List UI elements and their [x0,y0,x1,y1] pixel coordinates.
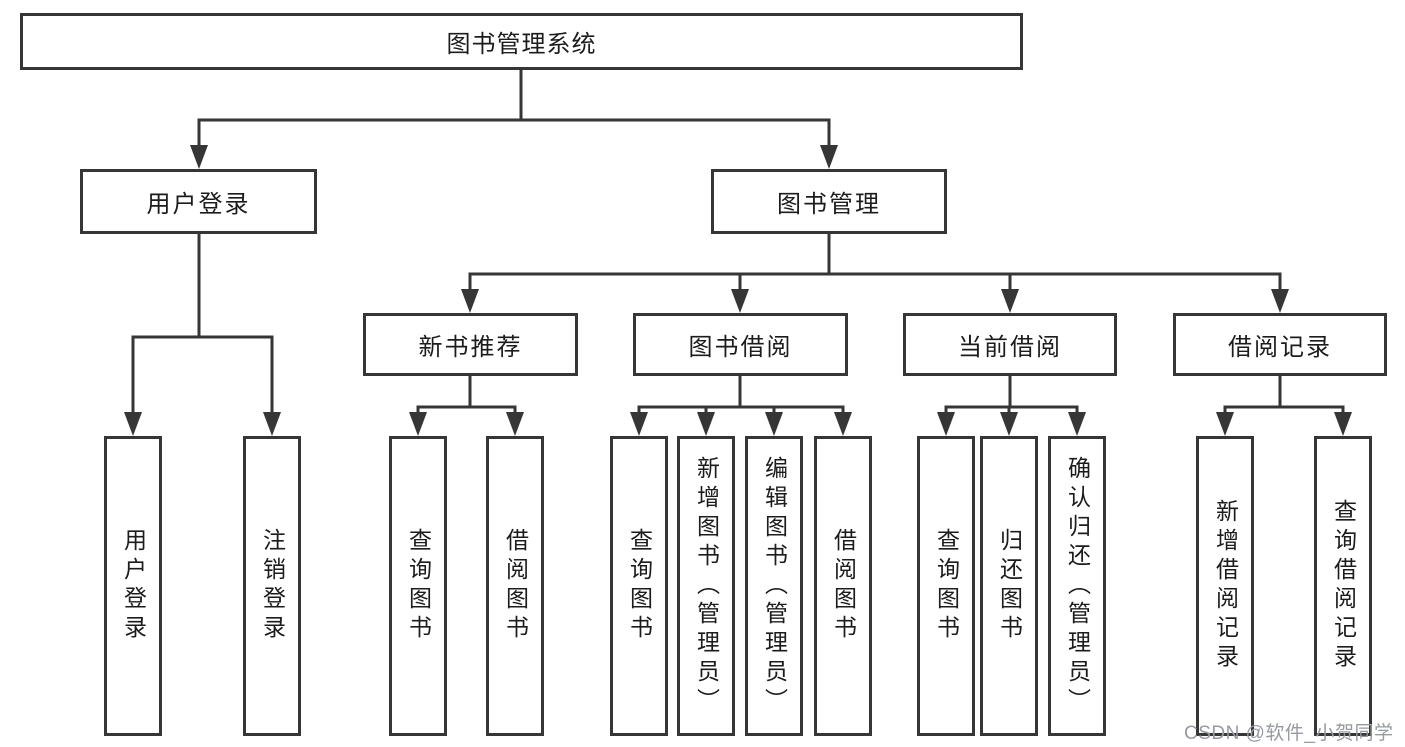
node-book-management: 图书管理 [711,169,947,234]
leaf-logout-label: 注销登录 [259,528,286,644]
node-library-management-system-label: 图书管理系统 [446,31,597,58]
leaf-confirm-return-admin: 确认归还（管理员） [1048,436,1106,736]
node-borrowing-records-label: 借阅记录 [1228,334,1332,361]
leaf-query-books-current: 查询图书 [917,436,975,736]
node-library-management-system: 图书管理系统 [20,13,1023,70]
leaf-add-borrow-record: 新增借阅记录 [1196,436,1254,736]
leaf-add-books-admin: 新增图书（管理员） [677,436,735,736]
leaf-edit-books-admin-label: 编辑图书（管理员） [761,455,788,717]
node-user-login: 用户登录 [80,169,317,234]
leaf-edit-books-admin: 编辑图书（管理员） [745,436,803,736]
leaf-query-books-recommend-label: 查询图书 [405,528,432,644]
leaf-query-books-recommend: 查询图书 [389,436,447,736]
node-borrowing-records: 借阅记录 [1173,313,1387,376]
leaf-borrow-books-recommend-label: 借阅图书 [502,528,529,644]
leaf-query-books-borrowing: 查询图书 [610,436,668,736]
leaf-add-books-admin-label: 新增图书（管理员） [693,455,720,717]
leaf-user-login: 用户登录 [104,436,162,736]
node-book-borrowing: 图书借阅 [633,313,848,376]
node-book-management-label: 图书管理 [777,191,881,218]
leaf-query-borrow-record-label: 查询借阅记录 [1330,499,1357,673]
leaf-return-books-label: 归还图书 [996,528,1023,644]
leaf-query-books-current-label: 查询图书 [933,528,960,644]
leaf-query-borrow-record: 查询借阅记录 [1314,436,1372,736]
node-new-book-recommendation-label: 新书推荐 [418,334,523,361]
leaf-add-borrow-record-label: 新增借阅记录 [1212,499,1239,673]
node-current-borrowing: 当前借阅 [903,313,1117,376]
node-new-book-recommendation: 新书推荐 [363,313,578,376]
node-book-borrowing-label: 图书借阅 [688,334,793,361]
csdn-watermark: CSDN @软件_小贺同学 [1184,723,1394,744]
leaf-query-books-borrowing-label: 查询图书 [626,528,653,644]
leaf-borrow-books-recommend: 借阅图书 [486,436,544,736]
leaf-return-books: 归还图书 [980,436,1038,736]
leaf-confirm-return-admin-label: 确认归还（管理员） [1064,455,1091,717]
leaf-borrow-books: 借阅图书 [814,436,872,736]
node-current-borrowing-label: 当前借阅 [958,334,1062,361]
leaf-borrow-books-label: 借阅图书 [830,528,857,644]
node-user-login-label: 用户登录 [146,191,251,218]
leaf-user-login-label: 用户登录 [120,528,147,644]
leaf-logout: 注销登录 [243,436,301,736]
